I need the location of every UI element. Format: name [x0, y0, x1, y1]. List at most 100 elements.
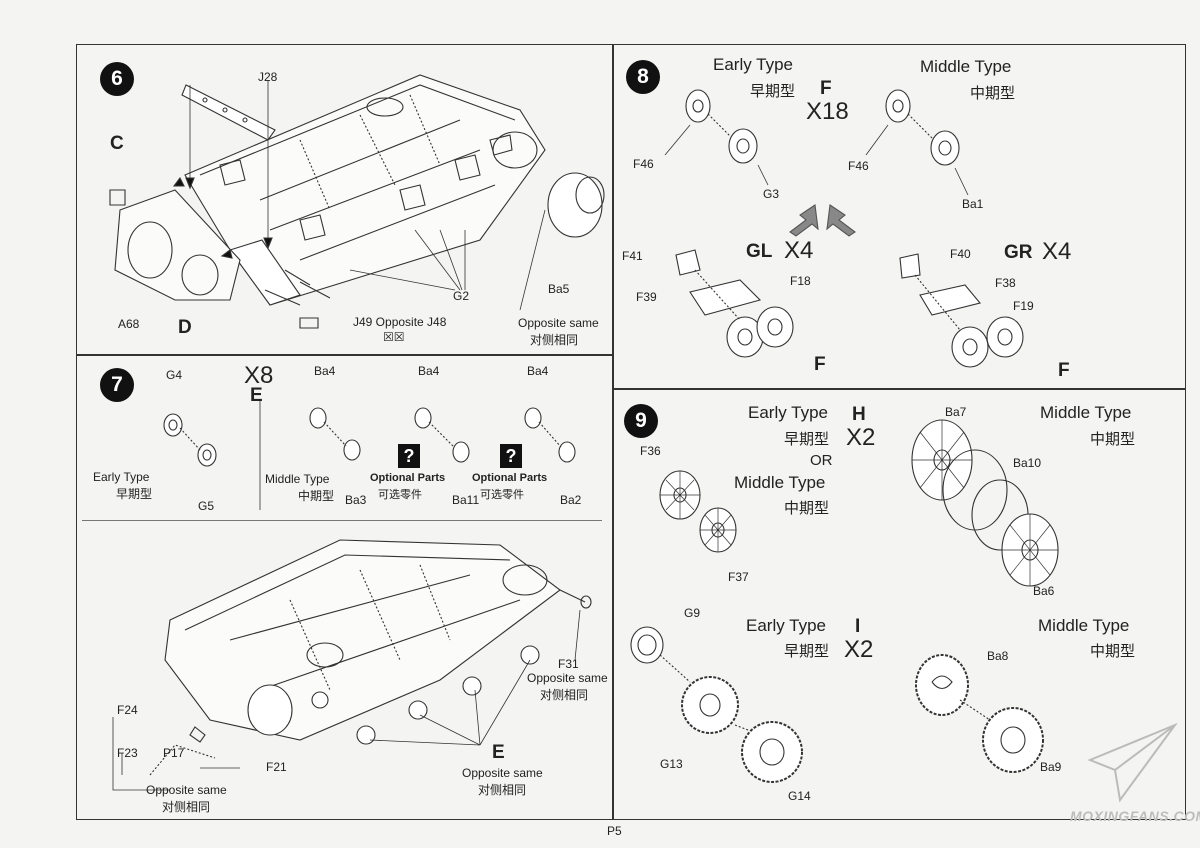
- h-multiplier: X2: [846, 424, 876, 451]
- subassembly-letter-c: C: [110, 133, 124, 154]
- opposite-same-cn-2: 对侧相同: [162, 800, 211, 814]
- h-early-type-en: Early Type: [748, 403, 829, 422]
- part-label-f24: F24: [117, 703, 138, 717]
- middle-type-en-8: Middle Type: [920, 57, 1012, 76]
- part-label-g5: G5: [198, 499, 215, 513]
- page-number: P5: [607, 824, 622, 838]
- step7-divider: [82, 520, 602, 521]
- subassembly-letter-h: H: [852, 404, 866, 425]
- part-label-f38: F38: [995, 276, 1016, 290]
- opposite-same-en-2: Opposite same: [146, 783, 227, 797]
- gr-label: GR: [1004, 242, 1033, 263]
- i-early-type-cn: 早期型: [784, 643, 830, 660]
- early-type-en: Early Type: [93, 470, 150, 484]
- h-middle-type-en: Middle Type: [734, 473, 826, 492]
- i-right-middle-type-en: Middle Type: [1038, 616, 1130, 635]
- part-label-ba4-a: Ba4: [314, 364, 336, 378]
- part-label-a68: A68: [118, 317, 140, 331]
- opposite-same-cn-f31: 对侧相同: [540, 688, 589, 702]
- part-label-j49: J49 Opposite J48: [353, 315, 447, 329]
- part-label-f40: F40: [950, 247, 971, 261]
- part-label-g14: G14: [788, 789, 811, 803]
- part-label-ba4-c: Ba4: [527, 364, 549, 378]
- step9-panel: [612, 388, 1186, 820]
- part-label-ba6: Ba6: [1033, 584, 1055, 598]
- multiplier-x8: X8: [244, 362, 274, 389]
- subassembly-letter-f-right: F: [1058, 360, 1070, 381]
- part-label-ba8: Ba8: [987, 649, 1009, 663]
- subassembly-letter-f-8: F: [820, 78, 832, 99]
- part-label-g9: G9: [684, 606, 701, 620]
- optional-parts-icon-2: ?: [500, 444, 522, 468]
- optional-parts-cn-2: 可选零件: [480, 489, 524, 501]
- subassembly-letter-e-bottom: E: [492, 742, 505, 763]
- part-label-f46-a: F46: [633, 157, 654, 171]
- h-middle-type-cn: 中期型: [784, 500, 830, 517]
- middle-type-en: Middle Type: [265, 472, 330, 486]
- part-label-ba7: Ba7: [945, 405, 967, 419]
- multiplier-x18: X18: [806, 98, 849, 125]
- subassembly-letter-i: I: [855, 616, 861, 637]
- part-label-f37: F37: [728, 570, 749, 584]
- part-label-f39: F39: [636, 290, 657, 304]
- part-label-g13: G13: [660, 757, 683, 771]
- optional-parts-icon-1: ?: [398, 444, 420, 468]
- gl-label: GL: [746, 241, 773, 262]
- step6-panel: [76, 44, 614, 356]
- part-label-ba10: Ba10: [1013, 456, 1042, 470]
- part-label-f18: F18: [790, 274, 811, 288]
- middle-type-cn: 中期型: [298, 489, 335, 503]
- part-label-ba11: Ba11: [452, 493, 480, 507]
- part-label-p17: P17: [163, 746, 185, 760]
- early-type-en-8: Early Type: [713, 55, 794, 74]
- part-label-f19: F19: [1013, 299, 1034, 313]
- part-label-f36: F36: [640, 444, 661, 458]
- subassembly-letter-f-left: F: [814, 354, 826, 375]
- j49-mark: ☒☒: [383, 330, 405, 344]
- part-label-ba5: Ba5: [548, 282, 570, 296]
- part-label-ba3: Ba3: [345, 493, 367, 507]
- subassembly-letter-d: D: [178, 317, 192, 338]
- opposite-same-en-f31: Opposite same: [527, 671, 608, 685]
- step-number-8: 8: [626, 60, 660, 94]
- part-label-g3: G3: [763, 187, 780, 201]
- h-early-type-cn: 早期型: [784, 431, 830, 448]
- opposite-same-en-e: Opposite same: [462, 766, 543, 780]
- i-right-middle-type-cn: 中期型: [1090, 643, 1136, 660]
- part-label-f23: F23: [117, 746, 138, 760]
- early-type-cn-8: 早期型: [750, 83, 796, 100]
- i-early-type-en: Early Type: [746, 616, 827, 635]
- part-label-f41: F41: [622, 249, 643, 263]
- part-label-ba1: Ba1: [962, 197, 984, 211]
- step-number-7: 7: [100, 368, 134, 402]
- step-number-9: 9: [624, 404, 658, 438]
- part-label-ba4-b: Ba4: [418, 364, 440, 378]
- step8-drawings: [664, 89, 1024, 368]
- gr-multiplier: X4: [1042, 238, 1072, 265]
- watermark-text: MOXINGFANS.COM: [1070, 808, 1200, 824]
- i-multiplier: X2: [844, 636, 874, 663]
- step9-drawings: [630, 419, 1059, 783]
- optional-parts-cn-1: 可选零件: [378, 489, 422, 501]
- part-label-ba2: Ba2: [560, 493, 582, 507]
- gl-multiplier: X4: [784, 237, 814, 264]
- part-label-g2: G2: [453, 289, 470, 303]
- step8-panel: [612, 44, 1186, 390]
- early-type-cn: 早期型: [116, 487, 153, 501]
- part-label-f21: F21: [266, 760, 287, 774]
- subassembly-letter-e: E: [250, 385, 263, 406]
- part-label-j28: J28: [258, 70, 278, 84]
- part-label-f46-b: F46: [848, 159, 869, 173]
- step6-hull-drawing: [109, 74, 605, 329]
- middle-type-cn-8: 中期型: [970, 85, 1016, 102]
- h-right-middle-type-cn: 中期型: [1090, 431, 1136, 448]
- step-number-6: 6: [100, 62, 134, 96]
- h-right-middle-type-en: Middle Type: [1040, 403, 1132, 422]
- opposite-same-en: Opposite same: [518, 316, 599, 330]
- opposite-same-cn-e: 对侧相同: [478, 783, 527, 797]
- step7-panel: [76, 354, 614, 820]
- part-label-f31: F31: [558, 657, 579, 671]
- step7-wheel-drawings: [163, 400, 576, 510]
- optional-parts-en-1: Optional Parts: [370, 472, 446, 484]
